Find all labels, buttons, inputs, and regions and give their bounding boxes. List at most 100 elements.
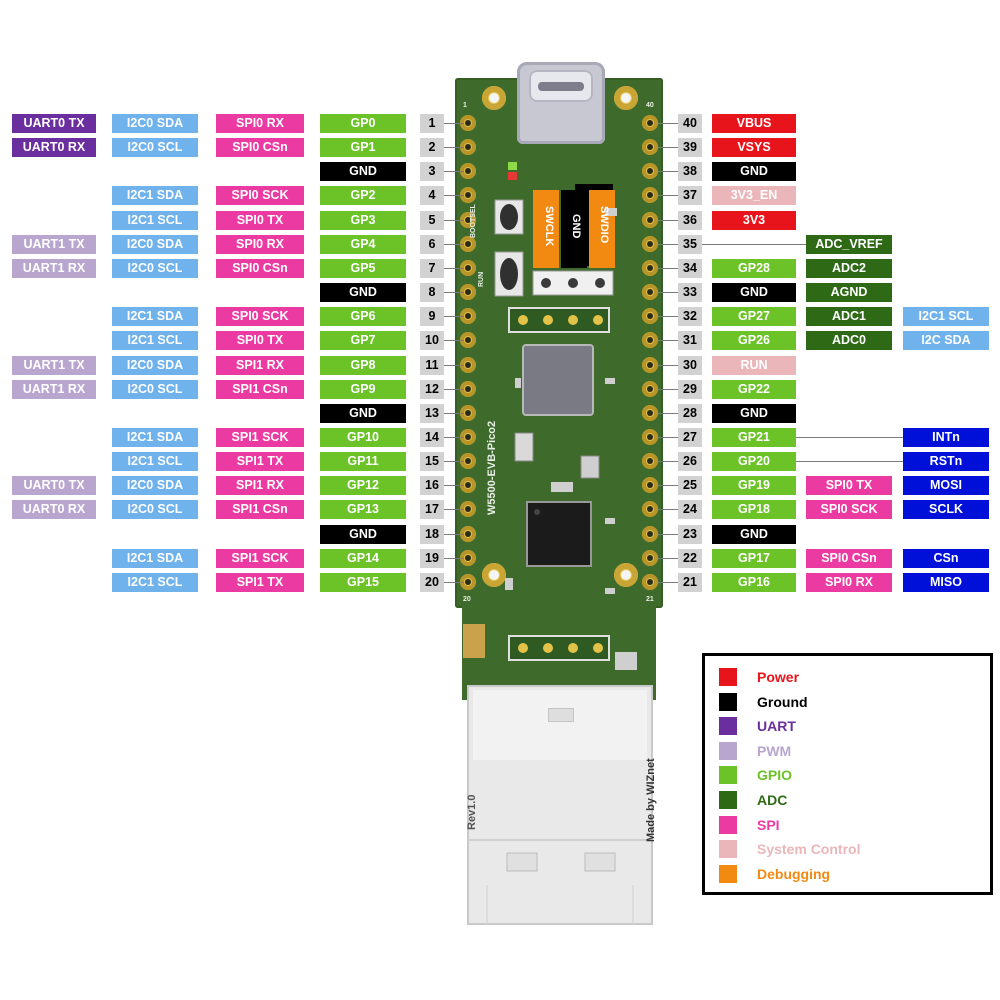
pin-11-label-gp8: GP8 [320, 356, 406, 375]
pin-7-label-spi0-csn: SPI0 CSn [216, 259, 304, 278]
pin-pad-7 [460, 260, 476, 276]
pin-number-13: 13 [420, 404, 444, 423]
pin-number-11: 11 [420, 356, 444, 375]
legend-swatch [719, 815, 737, 834]
rj45-details [467, 839, 653, 925]
pin-36-label-3v3: 3V3 [712, 211, 796, 230]
pin-pad-39 [642, 139, 658, 155]
pin-number-34: 34 [678, 259, 702, 278]
pin-number-24: 24 [678, 500, 702, 519]
pin-33-label-gnd: GND [712, 283, 796, 302]
pin-number-6: 6 [420, 235, 444, 254]
pin-31-label-i2c-sda: I2C SDA [903, 331, 989, 350]
pin-pad-16 [460, 477, 476, 493]
pin-pad-24 [642, 501, 658, 517]
pin-number-31: 31 [678, 331, 702, 350]
pin-number-22: 22 [678, 549, 702, 568]
pin-number-39: 39 [678, 138, 702, 157]
pin-number-4: 4 [420, 186, 444, 205]
pin-number-29: 29 [678, 380, 702, 399]
pin-14-label-gp10: GP10 [320, 428, 406, 447]
pin-number-32: 32 [678, 307, 702, 326]
pin-28-label-gnd: GND [712, 404, 796, 423]
pin-number-20: 20 [420, 573, 444, 592]
pin-22-label-spi0-csn: SPI0 CSn [806, 549, 892, 568]
pin-23-leader [658, 534, 678, 535]
pin-12-label-uart1-rx: UART1 RX [12, 380, 96, 399]
pin-pad-25 [642, 477, 658, 493]
led-red [508, 172, 517, 180]
pin-10-label-spi0-tx: SPI0 TX [216, 331, 304, 350]
pin-9-label-spi0-sck: SPI0 SCK [216, 307, 304, 326]
pin-number-14: 14 [420, 428, 444, 447]
pin-2-label-gp1: GP1 [320, 138, 406, 157]
pin-pad-15 [460, 453, 476, 469]
pin-24-label-spi0-sck: SPI0 SCK [806, 500, 892, 519]
legend-swatch [719, 840, 737, 859]
board-name-silk: W5500-EVB-Pico2 [486, 420, 498, 515]
pin-34-label-gp28: GP28 [712, 259, 796, 278]
pin-27-leader [658, 437, 678, 438]
pin-8-leader [444, 292, 464, 293]
silk-pin-1: 1 [463, 102, 467, 109]
pin-21-leader [658, 582, 678, 583]
pin-5-leader [444, 220, 464, 221]
pin-28-leader [658, 413, 678, 414]
pin-number-7: 7 [420, 259, 444, 278]
pin-1-label-uart0-tx: UART0 TX [12, 114, 96, 133]
pin-3-label-gnd: GND [320, 162, 406, 181]
silk-pin-21: 21 [646, 596, 654, 603]
pin-number-30: 30 [678, 356, 702, 375]
pin-14-leader [444, 437, 464, 438]
pin-number-38: 38 [678, 162, 702, 181]
mounting-hole-bottom-right [614, 563, 638, 587]
pin-pad-18 [460, 526, 476, 542]
pin-number-36: 36 [678, 211, 702, 230]
pin-20-label-i2c1-scl: I2C1 SCL [112, 573, 198, 592]
pin-pad-19 [460, 550, 476, 566]
pin-25-label-spi0-tx: SPI0 TX [806, 476, 892, 495]
mcu-chip [522, 344, 594, 416]
pin-5-label-spi0-tx: SPI0 TX [216, 211, 304, 230]
pin-pad-37 [642, 187, 658, 203]
pin-15-label-gp11: GP11 [320, 452, 406, 471]
pin-13-leader [444, 413, 464, 414]
pin-number-21: 21 [678, 573, 702, 592]
pin-32-leader [658, 316, 678, 317]
pin-32-label-gp27: GP27 [712, 307, 796, 326]
pin-14-label-i2c1-sda: I2C1 SDA [112, 428, 198, 447]
pin-pad-14 [460, 429, 476, 445]
pin-33-leader [658, 292, 678, 293]
pin-20-label-gp15: GP15 [320, 573, 406, 592]
pin-pad-1 [460, 115, 476, 131]
pin-26-label-gp20: GP20 [712, 452, 796, 471]
legend-label: SPI [757, 816, 780, 833]
pin-pad-34 [642, 260, 658, 276]
pin-number-2: 2 [420, 138, 444, 157]
usb-c-tongue [538, 82, 584, 91]
pin-19-label-spi1-sck: SPI1 SCK [216, 549, 304, 568]
pin-pad-11 [460, 357, 476, 373]
pin-number-18: 18 [420, 525, 444, 544]
pin-31-label-gp26: GP26 [712, 331, 796, 350]
pin-pad-21 [642, 574, 658, 590]
pin-11-label-uart1-tx: UART1 TX [12, 356, 96, 375]
pin-24-leader [658, 509, 678, 510]
pin-pad-12 [460, 381, 476, 397]
pin-number-1: 1 [420, 114, 444, 133]
pin-33-label-agnd: AGND [806, 283, 892, 302]
pin-34-label-adc2: ADC2 [806, 259, 892, 278]
mounting-hole-top-right [614, 86, 638, 110]
pin-7-label-uart1-rx: UART1 RX [12, 259, 96, 278]
pin-number-5: 5 [420, 211, 444, 230]
pin-3-leader [444, 171, 464, 172]
pin-number-23: 23 [678, 525, 702, 544]
board-rev-silk: Rev1.0 [466, 794, 478, 830]
pin-11-label-spi1-rx: SPI1 RX [216, 356, 304, 375]
pin-number-19: 19 [420, 549, 444, 568]
legend-label: Ground [757, 693, 808, 710]
pin-15-label-i2c1-scl: I2C1 SCL [112, 452, 198, 471]
pin-16-label-uart0-tx: UART0 TX [12, 476, 96, 495]
pin-17-label-spi1-csn: SPI1 CSn [216, 500, 304, 519]
